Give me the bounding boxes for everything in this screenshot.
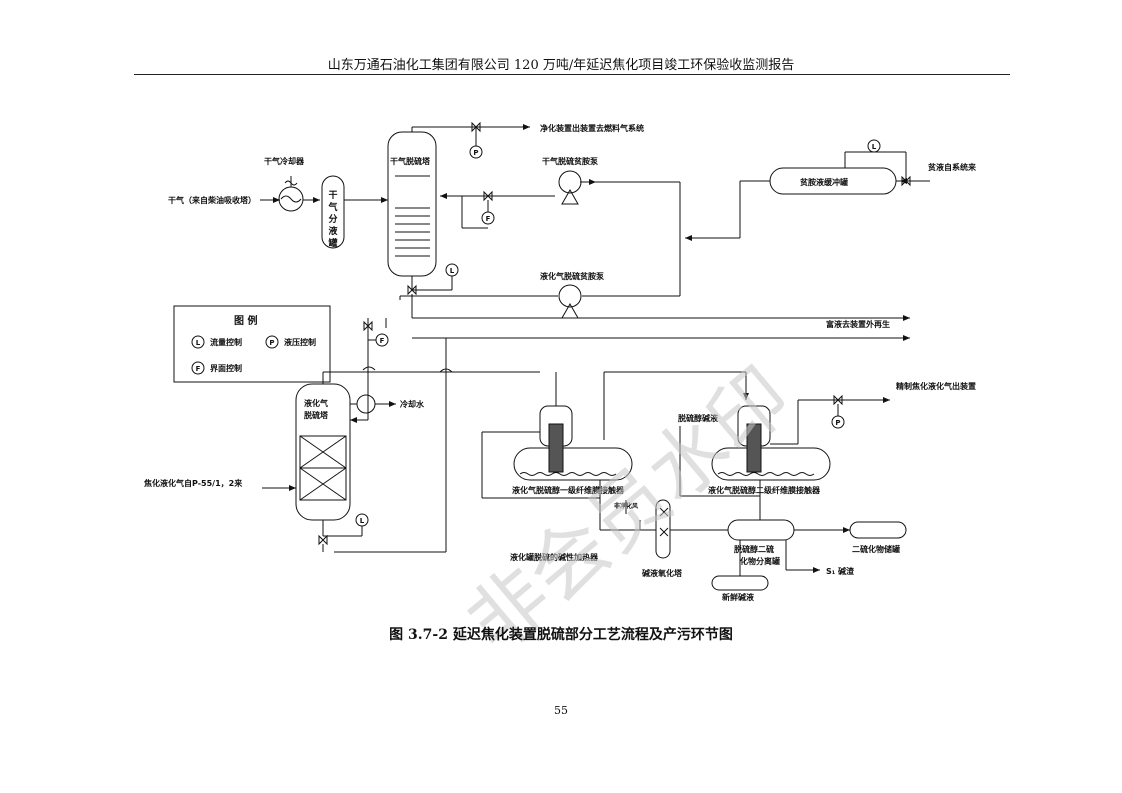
label-disulfide-separator-2: 化物分离罐 xyxy=(740,556,780,566)
svg-text:F: F xyxy=(380,337,385,345)
label-oxidizer: 碱液氧化塔 xyxy=(642,568,683,578)
figure-caption: 图 3.7-2 延迟焦化装置脱硫部分工艺流程及产污环节图 xyxy=(389,627,733,643)
legend-pressure-label: 液压控制 xyxy=(284,337,316,347)
label-lean-from-system: 贫液自系统来 xyxy=(927,162,977,172)
label-lean-amine-tank: 贫胺液缓冲罐 xyxy=(799,177,848,187)
instrument-p-refined: P xyxy=(831,415,845,429)
label-rich-amine-out: 富液去装置外再生 xyxy=(826,319,890,329)
svg-text:L: L xyxy=(360,517,365,525)
svg-text:L: L xyxy=(872,143,877,151)
label-dry-gas-lean-pump: 干气脱硫贫胺泵 xyxy=(542,156,598,166)
instrument-p-top: P xyxy=(469,145,483,159)
label-cooling-water: 冷却水 xyxy=(400,399,425,409)
legend-interface-label: 界面控制 xyxy=(210,363,242,373)
top-valve xyxy=(471,121,481,133)
legend-title: 图 例 xyxy=(234,314,257,327)
svg-text:气: 气 xyxy=(327,201,337,213)
label-non-clean-wind: 非净化风 xyxy=(614,502,638,510)
page-number: 55 xyxy=(554,704,568,717)
label-disulfide-tank: 二硫化物储罐 xyxy=(852,544,900,554)
instrument-f-lpg: F xyxy=(375,333,389,347)
legend-l-symbol: L xyxy=(191,335,205,349)
svg-text:分: 分 xyxy=(328,213,337,225)
svg-text:P: P xyxy=(269,339,274,347)
label-heater: 液化罐脱硫的碱性加热器 xyxy=(510,552,599,562)
instrument-l-dry: L xyxy=(445,263,459,277)
svg-text:P: P xyxy=(835,419,840,427)
legend-p-symbol: P xyxy=(265,335,279,349)
dry-gas-desulfurization-tower xyxy=(387,131,437,277)
header-rule xyxy=(134,74,1010,75)
svg-text:F: F xyxy=(196,365,201,373)
svg-text:罐: 罐 xyxy=(327,237,337,249)
label-lpg-in: 焦化液化气自P-55/1，2来 xyxy=(143,478,243,488)
disulfide-storage-tank xyxy=(849,521,907,539)
instrument-f-dry: F xyxy=(481,211,495,225)
label-refined-lpg-out: 精制焦化液化气出装置 xyxy=(896,381,976,391)
label-contactor-2: 液化气脱硫醇二级纤维膜接触器 xyxy=(708,485,821,495)
lpg-cooler xyxy=(356,394,376,414)
instrument-l-tank: L xyxy=(867,139,881,153)
svg-text:F: F xyxy=(486,215,491,223)
report-header: 山东万通石油化工集团有限公司 120 万吨/年延迟焦化项目竣工环保验收监测报告 xyxy=(327,58,795,73)
alkali-oxidation-tower xyxy=(655,499,671,559)
label-lpg-tower-2: 脱硫塔 xyxy=(304,410,329,420)
svg-text:干: 干 xyxy=(328,190,337,201)
fresh-alkali-tank xyxy=(711,575,769,591)
label-contactor-1: 液化气脱硫醇一级纤维膜接触器 xyxy=(512,485,625,495)
watermark-text: 非会员水印 xyxy=(451,351,808,671)
dry-gas-separator xyxy=(321,175,345,249)
legend-f-symbol: F xyxy=(191,361,205,375)
label-fresh-alkali: 新鲜碱液 xyxy=(722,592,754,602)
label-lpg-lean-pump: 液化气脱硫贫胺泵 xyxy=(540,271,604,281)
label-desulf-alkali: 脱硫醇碱液 xyxy=(678,413,718,423)
label-dry-gas-in: 干气（来自柴油吸收塔） xyxy=(168,195,256,205)
fiber-contactor-2-body xyxy=(711,447,831,481)
legend-box xyxy=(173,305,331,383)
svg-text:L: L xyxy=(196,339,201,347)
instrument-l-lpg: L xyxy=(355,513,369,527)
svg-text:液: 液 xyxy=(328,225,338,237)
disulfide-separator-tank xyxy=(727,519,795,541)
legend-flow-label: 流量控制 xyxy=(210,337,242,347)
svg-text:L: L xyxy=(450,267,455,275)
label-fuel-gas-out: 净化装置出装置去燃料气系统 xyxy=(540,123,644,133)
label-waste-alkali: S₁ 碱渣 xyxy=(826,566,855,576)
fiber-contactor-1-body xyxy=(513,447,633,481)
svg-text:P: P xyxy=(473,149,478,157)
label-dry-gas-separator: 干 气 分 液 罐 xyxy=(327,190,338,249)
label-dry-gas-cooler: 干气冷却器 xyxy=(264,156,305,166)
lpg-lean-amine-pump xyxy=(558,284,582,308)
label-dry-gas-tower: 干气脱硫塔 xyxy=(390,156,431,166)
label-lpg-tower-1: 液化气 xyxy=(304,398,328,408)
label-disulfide-separator-1: 脱硫醇二硫 xyxy=(734,544,774,554)
